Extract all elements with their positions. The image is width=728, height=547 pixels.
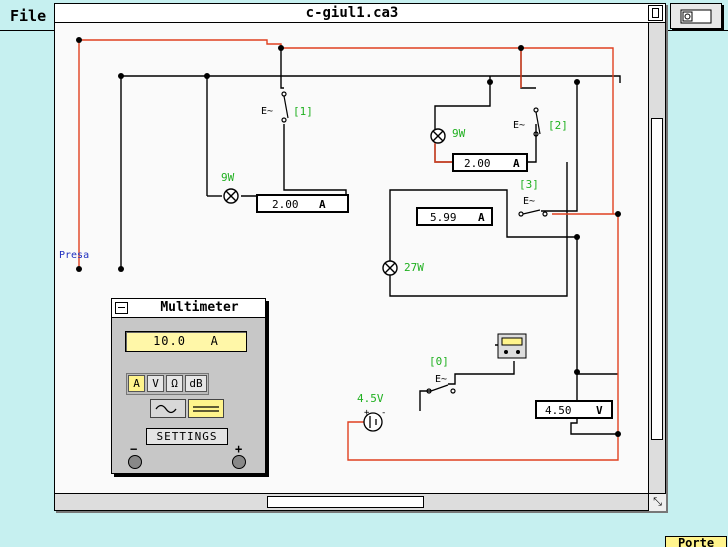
switch-label: [0] [429,355,449,368]
window-zoom-icon[interactable] [648,5,663,21]
resize-handle-icon[interactable]: ⤡ [648,493,666,511]
battery-icon [363,412,383,432]
ammeter[interactable]: 2.00 A [256,194,349,213]
multimeter-display: 10.0 A [125,331,247,352]
horizontal-scrollbar[interactable] [55,493,648,510]
ammeter-unit: A [319,198,326,211]
ac-mode-button[interactable] [150,399,186,418]
presa-label: Presa [59,250,89,261]
mode-volts-button[interactable]: V [147,375,164,392]
lamp-power-label: 27W [404,261,424,274]
battery-plus: + [364,408,370,418]
ammeter-unit: A [478,211,485,224]
vertical-scrollbar[interactable] [648,23,665,493]
multimeter-title: Multimeter [160,300,239,315]
close-icon[interactable] [115,302,128,314]
circuit-canvas: 9W 9W 27W E~ E~ E~ E~ [1] [2] [3] [0] 2.… [59,37,621,461]
lamp-power-label: 9W [452,127,466,140]
lamp-icon [223,128,446,276]
multimeter-panel: Multimeter 10.0 A A V Ω dB SETTINGS − + [111,298,266,474]
ammeter-value: 5.99 [430,211,457,224]
ammeter[interactable]: 5.99 A [416,207,493,226]
multimeter-display-unit: A [210,334,219,348]
ammeter-value: 2.00 [272,198,299,211]
black-wires [120,48,621,435]
battery-voltage: 4.5V [357,392,384,405]
meter-device-icon[interactable] [497,333,527,359]
plus-terminal-jack[interactable] [232,455,246,469]
mode-amps-button[interactable]: A [128,375,145,392]
dc-line-icon [193,406,219,412]
multimeter-display-value: 10.0 [153,334,186,348]
horizontal-scroll-thumb[interactable] [267,496,424,508]
window-title: c-giul1.ca3 [305,5,399,21]
voltmeter-value: 4.50 [545,404,572,417]
switch-label: [3] [519,178,539,191]
window-switcher-icon [680,9,712,24]
window-switcher-button[interactable] [670,3,722,29]
plus-terminal-label: + [235,442,243,456]
voltmeter-unit: V [596,404,603,417]
lamp-power-label: 9W [221,171,235,184]
ammeter-unit: A [513,157,520,170]
ammeter-value: 2.00 [464,157,491,170]
switch-symbol: E~ [435,374,447,385]
menu-file[interactable]: File [10,7,47,25]
voltmeter[interactable]: 4.50 V [535,400,613,419]
switch-label: [2] [548,119,568,132]
battery-minus: - [381,408,386,418]
porte-button[interactable]: Porte [665,536,727,547]
switch-icon [281,91,548,394]
circuit-window: c-giul1.ca3 [54,3,666,511]
junction-dots [76,37,621,437]
mode-ohms-button[interactable]: Ω [166,375,183,392]
switch-symbol: E~ [513,120,525,131]
switch-label: [1] [293,105,313,118]
minus-terminal-label: − [130,442,138,456]
dc-mode-button[interactable] [188,399,224,418]
mode-db-button[interactable]: dB [185,375,207,392]
sine-wave-icon [155,404,177,414]
window-title-bar[interactable]: c-giul1.ca3 [55,4,665,23]
minus-terminal-jack[interactable] [128,455,142,469]
multimeter-mode-group: A V Ω dB [126,373,209,395]
multimeter-title-bar[interactable]: Multimeter [112,299,265,318]
vertical-scroll-thumb[interactable] [651,118,663,440]
settings-button[interactable]: SETTINGS [146,428,228,445]
switch-symbol: E~ [261,106,273,117]
ammeter[interactable]: 2.00 A [452,153,528,172]
switch-symbol: E~ [523,196,535,207]
